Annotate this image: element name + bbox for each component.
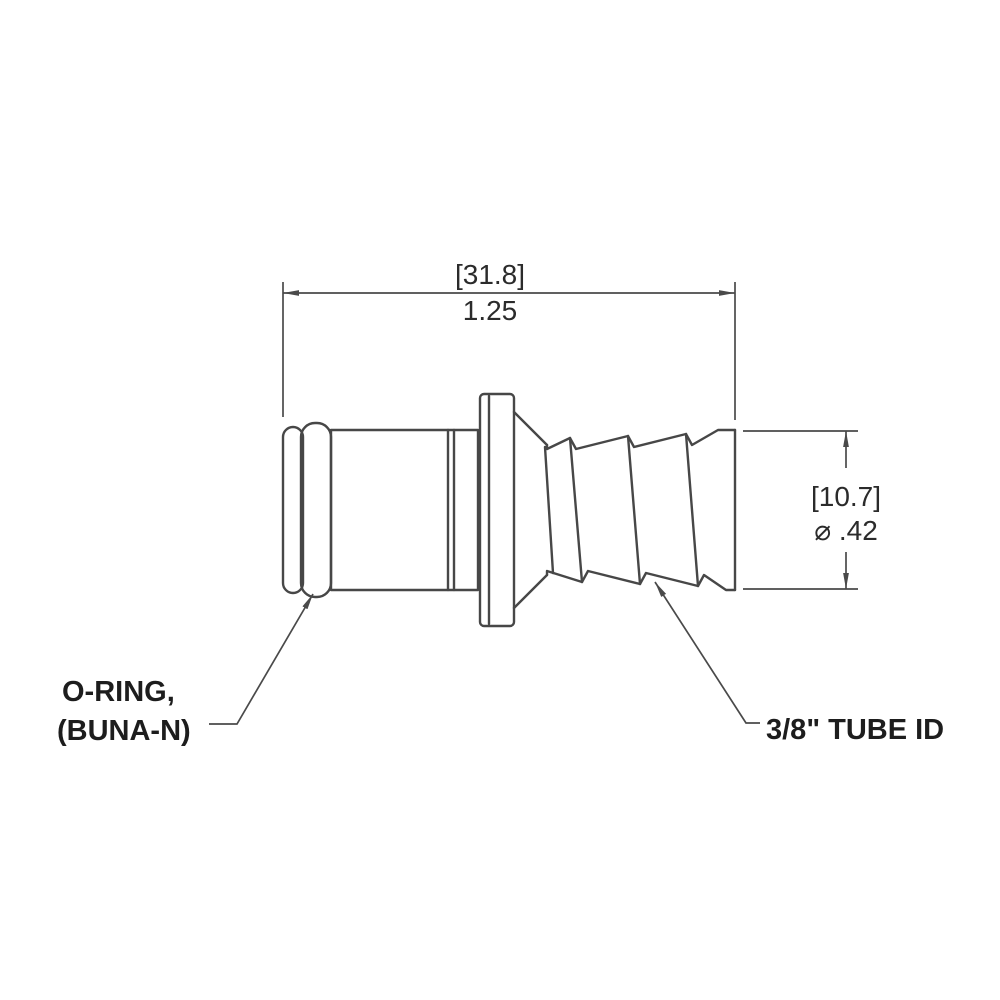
length-mm-text: [31.8] (455, 259, 525, 290)
barb-face-line-3 (684, 432, 700, 588)
dimension-overall-length: [31.8] 1.25 (282, 259, 736, 420)
flange (478, 392, 516, 628)
barb-face-line-2 (626, 434, 642, 586)
tube-id-leader-line (654, 581, 760, 724)
barb-top-outline (545, 428, 737, 451)
barb-start-face-line (543, 445, 555, 575)
dimension-tip-diameter: [10.7] ⌀ .42 (743, 430, 881, 590)
oring-leader-line (209, 593, 314, 725)
fitting-body (329, 428, 480, 592)
length-inch-text: 1.25 (463, 295, 518, 326)
diameter-mm-text: [10.7] (811, 481, 881, 512)
o-ring-outer-lobe (281, 425, 305, 595)
tube-id-label: 3/8" TUBE ID (766, 714, 944, 746)
oring-label-line2: (BUNA-N) (57, 715, 191, 747)
callout-tube-id: 3/8" TUBE ID (654, 581, 944, 746)
o-ring-inner-lobe (299, 421, 333, 599)
barb-face-line-1 (568, 436, 584, 584)
oring-label-line1: O-RING, (62, 676, 175, 708)
barb-fitting-part (281, 392, 737, 628)
diameter-inch-text: ⌀ .42 (814, 515, 878, 546)
callout-oring: O-RING, (BUNA-N) (57, 593, 314, 747)
transition-cone (512, 410, 549, 610)
barb-bottom-outline (545, 569, 737, 592)
